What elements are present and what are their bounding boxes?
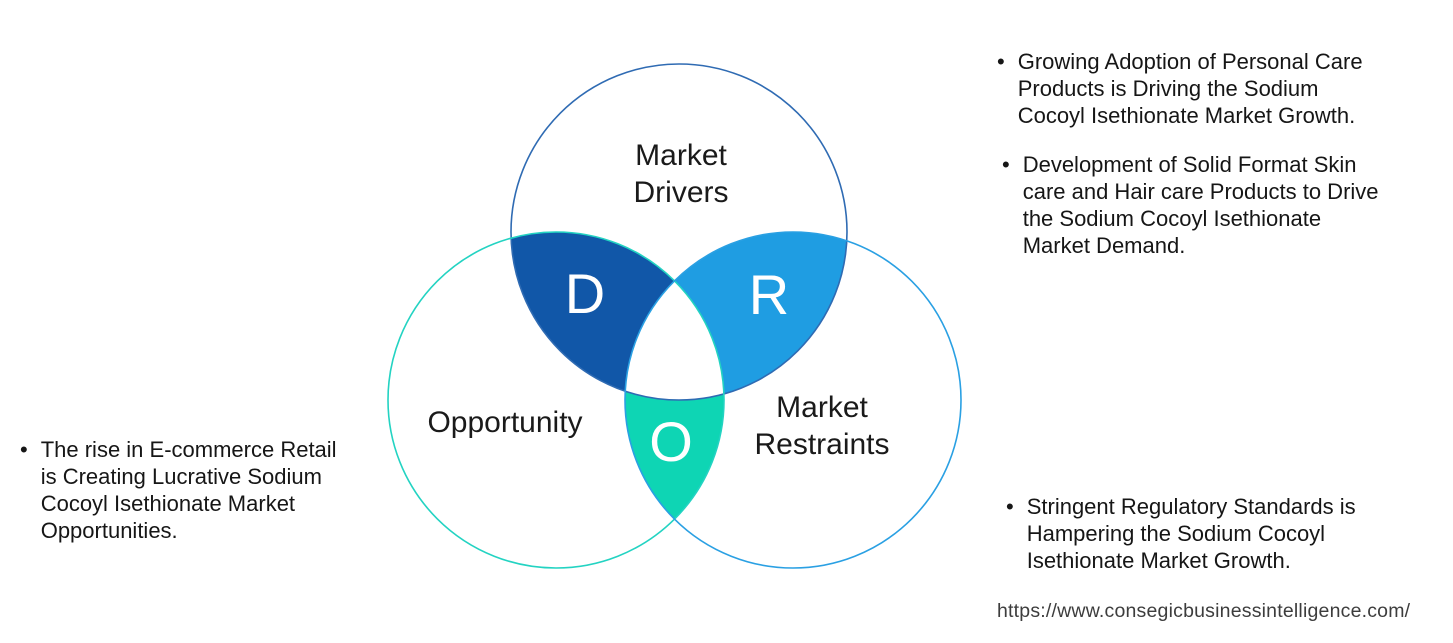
restraint-insight-text: Stringent Regulatory Standards is Hamper…	[1026, 494, 1356, 573]
restraint-insight-item: • Stringent Regulatory Standards is Hamp…	[1006, 493, 1356, 574]
driver-insight-item-2: • Development of Solid Format Skin care …	[1002, 151, 1379, 259]
restraints-overlap-region	[625, 232, 847, 400]
bullet-marker: •	[1002, 152, 1010, 177]
drivers-circle-label-line1: Market	[635, 139, 727, 172]
driver-insight-text-2: Development of Solid Format Skin care an…	[1022, 152, 1379, 258]
opportunity-circle-label: Opportunity	[427, 406, 582, 439]
restraints-letter: R	[749, 263, 789, 326]
bullet-marker: •	[1006, 494, 1014, 519]
source-url-link[interactable]: https://www.consegicbusinessintelligence…	[997, 600, 1411, 622]
bullet-marker: •	[997, 49, 1005, 74]
driver-insight-item-1: • Growing Adoption of Personal Care Prod…	[997, 48, 1363, 129]
venn-diagram: D R O Market Drivers Opportunity Market …	[387, 63, 962, 569]
opportunity-insight-item: • The rise in E-commerce Retail is Creat…	[20, 436, 337, 544]
opportunity-circle-outline	[387, 231, 725, 569]
drivers-letter: D	[565, 262, 605, 325]
opportunity-letter: O	[649, 410, 693, 473]
drivers-circle-label-line2: Drivers	[634, 176, 729, 209]
driver-insight-text-1: Growing Adoption of Personal Care Produc…	[1017, 49, 1363, 128]
drivers-overlap-region	[511, 232, 724, 400]
restraints-circle-outline	[624, 231, 962, 569]
restraints-circle-label-line2: Restraints	[754, 428, 889, 461]
bullet-marker: •	[20, 437, 28, 462]
restraints-circle-label-line1: Market	[776, 391, 868, 424]
opportunity-insight-text: The rise in E-commerce Retail is Creatin…	[40, 437, 337, 543]
drivers-circle-outline	[510, 63, 848, 401]
